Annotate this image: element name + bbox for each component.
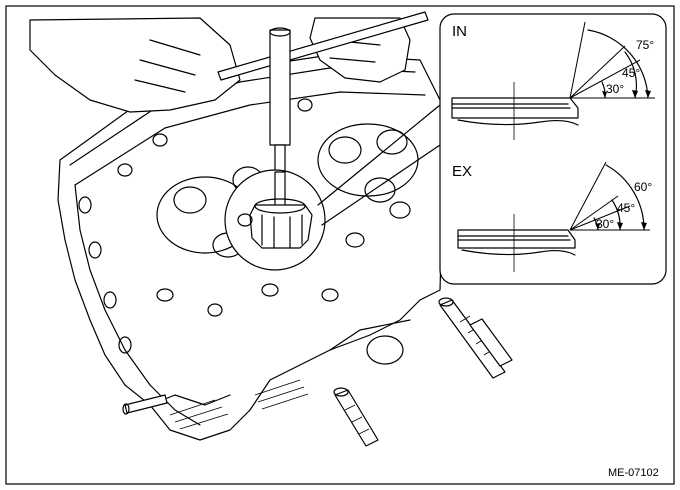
hands-and-cutter-tool <box>29 11 429 206</box>
exhaust-angle-30: 30° <box>596 217 614 231</box>
exhaust-angle-60: 60° <box>634 180 652 194</box>
exhaust-angle-45: 45° <box>617 201 635 215</box>
intake-label: IN <box>452 23 467 40</box>
valve-seat-angle-inset: IN 75° 45° 30° EX <box>439 13 667 285</box>
exhaust-label: EX <box>452 163 472 180</box>
intake-angle-75: 75° <box>636 38 654 52</box>
intake-angle-30: 30° <box>606 82 624 96</box>
head-studs <box>122 297 513 447</box>
cutter-detail-circle <box>224 104 441 271</box>
figure-id: ME-07102 <box>608 467 659 479</box>
intake-angle-45: 45° <box>622 66 640 80</box>
intake-seat-profile <box>451 21 655 140</box>
exhaust-seat-profile <box>457 161 650 272</box>
